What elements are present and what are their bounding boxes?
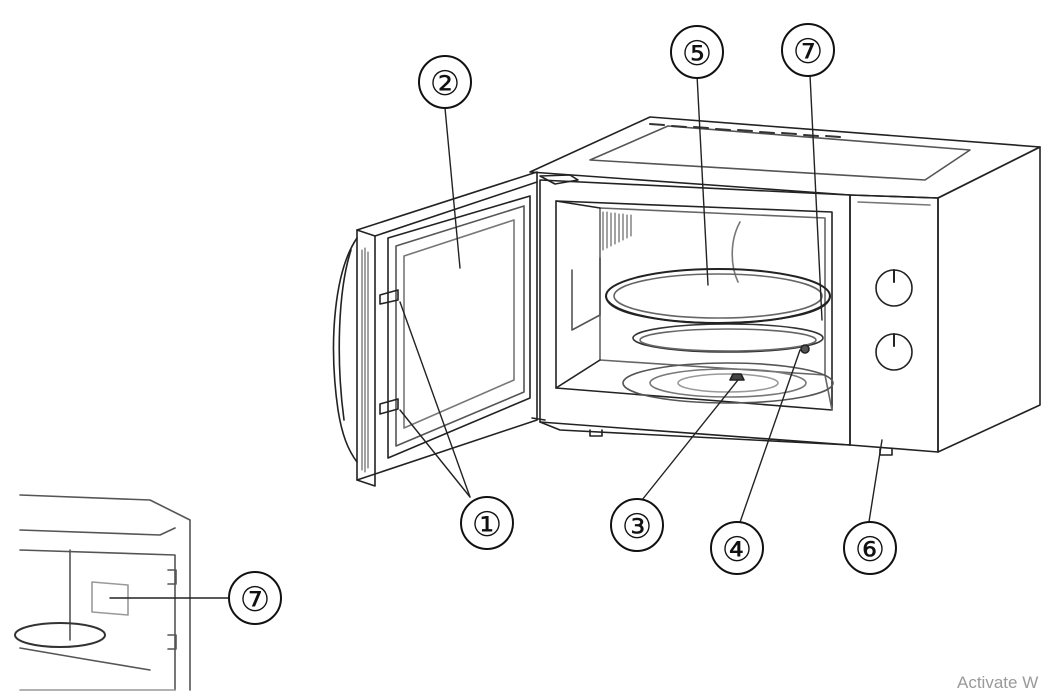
- callout-7-label: ⑦: [793, 32, 823, 72]
- callout-6-label: ⑥: [855, 530, 885, 570]
- microwave-body: [529, 116, 1041, 456]
- activation-watermark: Activate W: [957, 673, 1039, 692]
- leader-lines: [109, 74, 883, 599]
- callout-1: ①: [460, 496, 514, 550]
- callout-4-label: ④: [722, 530, 752, 570]
- callout-7-detail-label: ⑦: [240, 580, 270, 620]
- callout-6: ⑥: [843, 521, 897, 575]
- callout-7: ⑦: [781, 23, 835, 77]
- callout-2-label: ②: [430, 64, 460, 104]
- callout-1-label: ①: [472, 505, 502, 545]
- detail-inset: [14, 494, 191, 691]
- callout-3: ③: [610, 498, 664, 552]
- callout-3-label: ③: [622, 507, 652, 547]
- callouts: ① ② ③ ④ ⑤ ⑥ ⑦ ⑦: [228, 23, 897, 625]
- open-door: [332, 171, 538, 487]
- callout-2: ②: [418, 55, 472, 109]
- callout-7-detail: ⑦: [228, 571, 282, 625]
- callout-5-label: ⑤: [682, 34, 712, 74]
- callout-4: ④: [710, 521, 764, 575]
- callout-5: ⑤: [670, 25, 724, 79]
